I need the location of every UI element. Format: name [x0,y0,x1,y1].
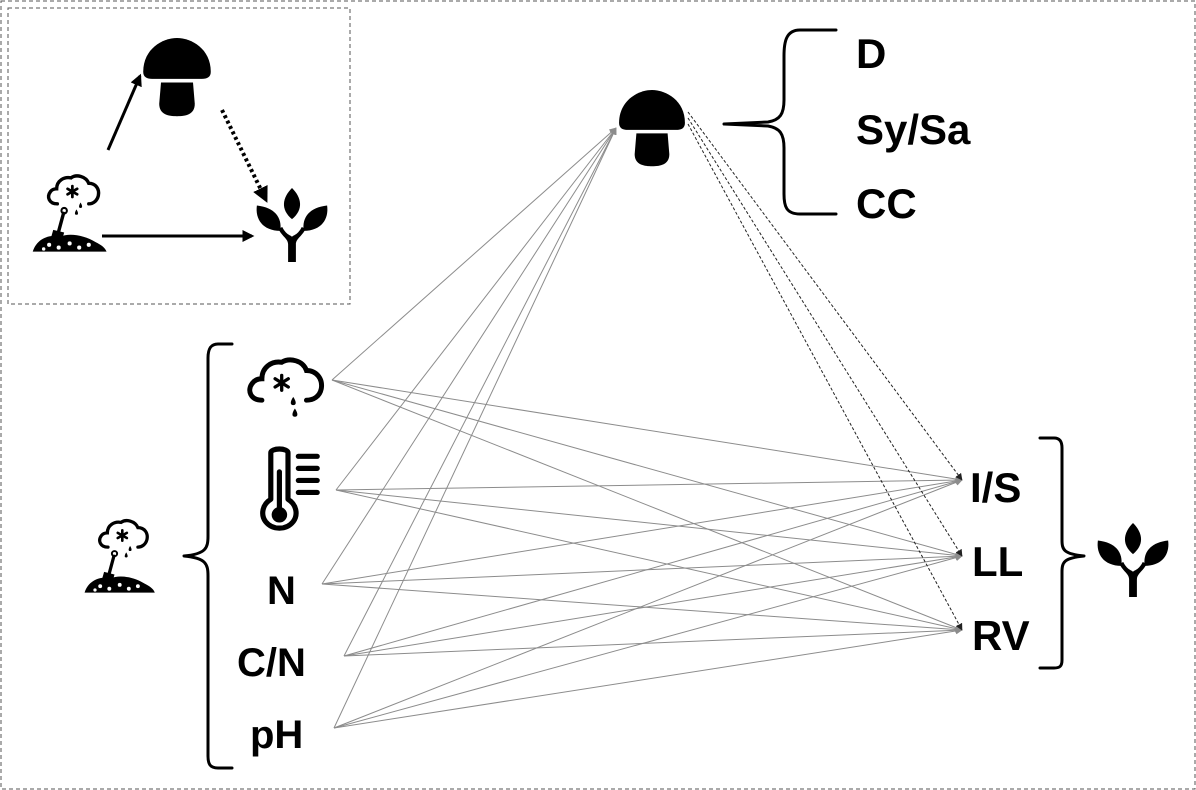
edges-fungus-to-plant [687,111,963,631]
environment-brace [182,342,234,770]
edge-environment-to-plant [343,478,963,657]
plant-trait-label: LL [972,538,1023,585]
edge-fungus-to-plant [687,123,963,631]
fungus-property-label: D [856,30,886,77]
environment-factor-label: N [267,569,296,613]
edges-environment [321,127,963,729]
edge-environment-to-plant [321,477,963,585]
inset-plant-sprout-icon [256,187,328,263]
environment-weather-icon [250,360,322,417]
edge-environment-to-plant [331,379,963,631]
environment-soil-weather-icon [85,521,155,593]
edge-environment-to-fungus [335,127,617,491]
central-mushroom-icon [619,90,685,167]
edge-environment-to-plant [333,554,963,729]
environment-factor-label: C/N [237,641,306,685]
edge-environment-to-fungus [321,127,617,585]
edge-environment-to-plant [333,627,963,729]
environment-thermometer-icon [263,449,318,528]
environment-factor-label: pH [250,713,303,757]
inset-frame [7,7,351,305]
fungus-properties-brace [722,28,838,216]
edge-environment-to-plant [335,476,963,491]
fungus-property-label: Sy/Sa [856,106,971,153]
edge-fungus-to-plant [687,111,963,481]
plant-sprout-icon [1097,522,1169,598]
inset-mushroom-icon [143,38,211,117]
plant-trait-label: I/S [970,464,1021,511]
edge-environment-to-plant [333,479,963,729]
fungus-property-label: CC [856,180,917,227]
edge-environment-to-plant [321,552,963,585]
plant-trait-label: RV [972,612,1030,659]
edge-environment-to-plant [331,379,963,558]
edge-environment-to-fungus [343,127,617,657]
edge-environment-to-fungus [331,127,617,381]
edge-fungus-to-plant [687,117,963,557]
edge-environment-to-plant [335,489,963,633]
inset-diagram [33,38,328,263]
inset-arrow-fungus-to-plant [220,109,268,203]
edge-environment-to-plant [343,553,963,657]
edge-environment-to-plant [321,583,963,634]
inset-soil-weather-icon [33,176,107,252]
inset-arrow-soil-to-fungus [106,73,142,151]
plant-traits-brace [1038,436,1086,670]
edge-environment-to-plant [343,626,963,657]
edge-environment-to-plant [331,379,963,483]
edge-environment-to-fungus [333,127,617,729]
